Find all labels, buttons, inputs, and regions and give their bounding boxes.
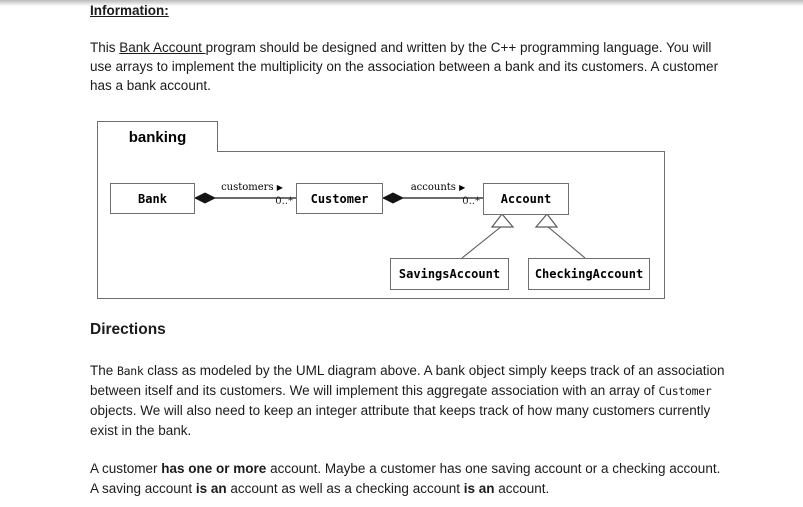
class-box-account: Account xyxy=(483,183,569,215)
info-heading: Information: xyxy=(90,3,169,18)
association-label-accounts: accounts ▶ xyxy=(392,182,484,193)
inline-code-bank: Bank xyxy=(117,364,144,378)
class-box-checking-account: CheckingAccount xyxy=(528,258,650,290)
paragraph-intro: This Bank Account program should be desi… xyxy=(90,38,722,95)
directions2-bold-2: is an xyxy=(195,481,227,496)
directions-heading: Directions xyxy=(90,321,166,338)
association-label-customers: customers ▶ xyxy=(204,182,300,193)
class-label-bank: Bank xyxy=(138,191,167,206)
class-label-account: Account xyxy=(500,192,552,206)
paragraph-directions-2: A customer has one or more account. Mayb… xyxy=(90,459,728,499)
directions2-seg-4: account. xyxy=(494,481,550,496)
directions2-seg-3: account as well as a checking account xyxy=(226,481,464,496)
multiplicity-accounts: 0..* xyxy=(462,196,480,207)
class-label-checking-account: CheckingAccount xyxy=(534,267,644,281)
directions2-seg-1: A customer xyxy=(90,461,162,476)
class-label-savings-account: SavingsAccount xyxy=(398,267,501,281)
directions2-bold-3: is an xyxy=(463,481,495,496)
directions1-seg-1: The xyxy=(90,363,118,378)
package-label: banking xyxy=(128,128,187,146)
top-edge-shadow xyxy=(0,0,803,6)
class-box-customer: Customer xyxy=(296,183,383,214)
direction-arrow-icon: ▶ xyxy=(459,183,466,192)
paragraph-directions-1: The Bank class as modeled by the UML dia… xyxy=(90,361,728,441)
package-tab: banking xyxy=(97,121,218,152)
intro-underlined-text: Bank Account xyxy=(119,40,206,55)
customers-role-label: customers xyxy=(221,182,274,193)
class-box-savings-account: SavingsAccount xyxy=(390,258,509,290)
directions2-seg-2: account. Maybe a customer has one saving… xyxy=(90,461,721,496)
directions1-seg-2: class as modeled by the UML diagram abov… xyxy=(90,363,725,398)
directions2-bold-1: has one or more xyxy=(161,461,267,476)
accounts-role-label: accounts xyxy=(410,182,456,193)
multiplicity-customers: 0..* xyxy=(275,196,293,207)
direction-arrow-icon: ▶ xyxy=(276,183,283,192)
intro-seg-1: This xyxy=(90,40,120,55)
class-box-bank: Bank xyxy=(110,183,195,214)
class-label-customer: Customer xyxy=(310,191,369,206)
intro-seg-2: program should be designed and written b… xyxy=(90,40,719,93)
inline-code-customer: Customer xyxy=(658,384,712,398)
directions1-seg-3: objects. We will also need to keep an in… xyxy=(90,403,711,438)
